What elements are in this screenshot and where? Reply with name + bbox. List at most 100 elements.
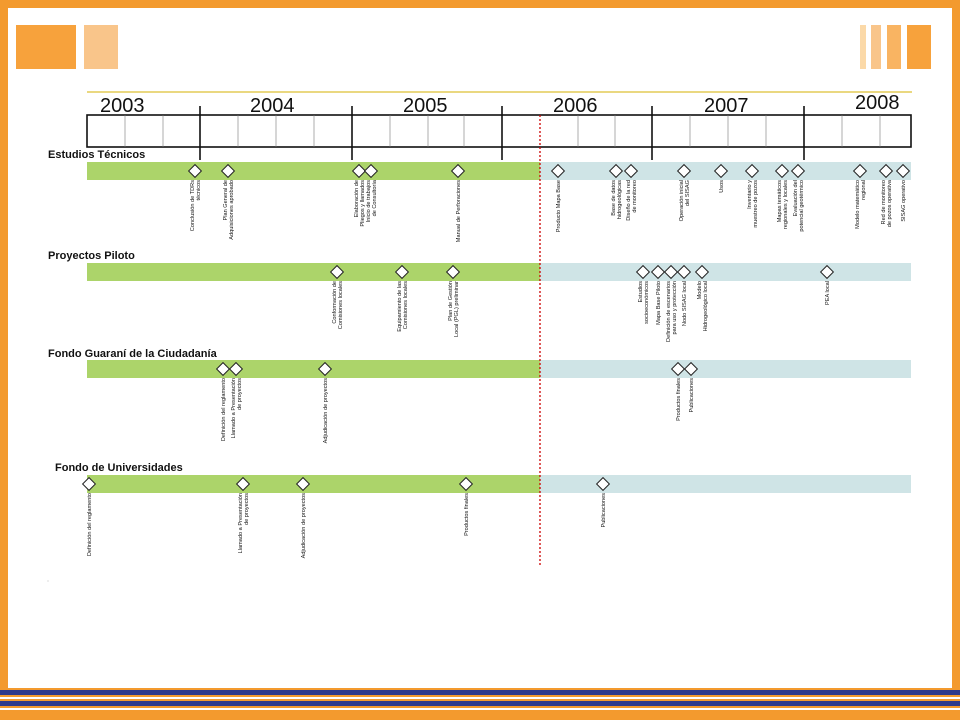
milestone-plan-de-gestion-local-pgl-preliminar: Plan de GestiónLocal (PGL) preliminar <box>445 264 461 337</box>
milestone-marker <box>713 163 729 179</box>
milestone-label: Definición del reglamento <box>221 378 227 441</box>
milestone-publicaciones: Publicaciones <box>595 476 611 528</box>
milestone-marker <box>394 264 410 280</box>
milestone-label: Adjudicación de proyectos <box>323 378 329 444</box>
milestone-productos-finales: Productos finales <box>670 361 686 421</box>
decor-square-dark <box>16 25 76 69</box>
milestone-label: Productos finales <box>676 378 682 421</box>
year-label-2008: 2008 <box>855 92 900 114</box>
stripe-white-2 <box>0 708 960 710</box>
milestone-modelo-matematico-regional: Modelo matemáticoregional <box>852 163 867 229</box>
milestone-llamado-a-presentacion-de-proyectos: Llamado a Presentaciónde proyectos <box>235 476 251 554</box>
milestone-label: Producto Mapa Base <box>556 180 562 232</box>
milestone-sisag-operativo: SISAG operativo <box>895 163 911 222</box>
milestone-usos: Usos <box>713 163 729 193</box>
milestone-llamado-a-presentacion-de-proyectos: Llamado a Presentaciónde proyectos <box>228 361 244 438</box>
milestone-label: Llamado a Presentaciónde proyectos <box>238 493 250 554</box>
milestone-marker <box>351 163 367 179</box>
milestone-evaluacion-del-potencial-geotermico: Evaluación delpotencial geotérmico <box>790 163 805 232</box>
section-bar-planned <box>540 475 911 493</box>
milestone-inicio-de-trabajos-de-consultoria: Inicio de trabajosde Consultoría <box>363 163 379 222</box>
milestone-marker <box>744 163 760 179</box>
milestone-marker <box>458 476 474 492</box>
milestone-marker <box>878 163 894 179</box>
milestone-marker <box>676 264 692 280</box>
year-labels: 2003 2004 2005 2006 2007 2008 <box>100 92 900 117</box>
milestone-marker <box>670 361 686 377</box>
milestone-label: Plan General deAdquisiciones aprobado <box>223 180 235 240</box>
milestone-marker <box>676 163 692 179</box>
milestone-operacion-inicial-del-sisag: Operación inicialdel SISAG <box>676 163 692 221</box>
decor-bar-3 <box>887 25 901 69</box>
milestone-marker <box>228 361 244 377</box>
milestone-marker <box>623 163 639 179</box>
milestone-marker <box>220 163 236 179</box>
milestone-marker <box>329 264 345 280</box>
milestone-marker <box>235 476 251 492</box>
milestone-label: Diseño de la redde monitoreo <box>626 180 638 221</box>
milestone-productos-finales: Productos finales <box>458 476 474 536</box>
milestones: Conclusión de TDRstécnicos Plan General d… <box>81 163 911 558</box>
milestone-manual-de-perforaciones: Manual de Perforaciones <box>450 163 466 242</box>
milestone-marker <box>550 163 566 179</box>
milestone-label: Usos <box>719 180 725 193</box>
milestone-marker <box>895 163 911 179</box>
section-title-estudios-tecnicos: Estudios Técnicos <box>48 149 145 161</box>
section-title-fondo-guarani: Fondo Guaraní de la Ciudadanía <box>48 348 218 360</box>
year-label-2006: 2006 <box>553 95 598 117</box>
section-title-fondo-universidades: Fondo de Universidades <box>55 462 183 474</box>
milestone-mapas-tematicos-regionales-y-locales: Mapas temáticosregionales y locales <box>774 163 790 229</box>
section-title-proyectos-piloto: Proyectos Piloto <box>48 250 135 262</box>
year-label-2007: 2007 <box>704 95 749 117</box>
milestone-adjudicacion-de-proyectos: Adjudicación de proyectos <box>295 476 311 558</box>
milestone-label: Operación inicialdel SISAG <box>679 180 691 221</box>
milestone-marker <box>363 163 379 179</box>
milestone-inventario-y-muestreo-de-pozos: Inventario ymuestreo de pozos <box>744 163 760 228</box>
milestone-label: Equipamiento de lasComisiones locales <box>397 281 409 332</box>
section-bar-completed <box>87 162 540 180</box>
milestone-label: Base de datoshidrogeológicas <box>611 180 623 219</box>
milestone-conclusion-de-tdrs-tecnicos: Conclusión de TDRstécnicos <box>187 163 203 231</box>
milestone-label: Definición de escenariospara uso y prote… <box>666 281 678 342</box>
decor-bar-4 <box>907 25 931 69</box>
milestone-marker <box>187 163 203 179</box>
milestone-marker <box>295 476 311 492</box>
milestone-label: Nodo SISAG local <box>682 281 688 326</box>
milestone-marker <box>608 163 624 179</box>
milestone-elaboracion-de-pliegos-y-llamados: Elaboración dePliegos y llamados <box>351 163 367 227</box>
milestone-nodo-sisag-local: Nodo SISAG local <box>676 264 692 326</box>
stripe-blue-2 <box>0 701 960 706</box>
milestone-label: Mapa Base Piloto <box>656 281 662 325</box>
milestone-red-de-monitoreo-de-pozos-operativa: Red de monitoreode pozos operativa <box>878 163 894 227</box>
milestone-definicion-de-escenarios-para-uso-y-proteccion: Definición de escenariospara uso y prote… <box>663 264 678 342</box>
decor-bar-2 <box>871 25 881 69</box>
milestone-label: Definición del reglamento <box>87 493 93 556</box>
section-bar-planned <box>540 360 911 378</box>
section-bar-completed <box>87 263 540 281</box>
milestone-marker <box>694 264 710 280</box>
bottom-stripes <box>0 688 960 720</box>
milestone-conformacion-de-comisiones-locales: Conformación deComisiones locales <box>329 264 345 329</box>
milestone-mapa-base-piloto: Mapa Base Piloto <box>650 264 666 325</box>
milestone-diseno-de-la-red-de-monitoreo: Diseño de la redde monitoreo <box>623 163 639 221</box>
milestone-marker <box>683 361 699 377</box>
section-bar-completed <box>87 360 540 378</box>
milestone-label: Evaluación delpotencial geotérmico <box>793 180 805 232</box>
milestone-marker <box>317 361 333 377</box>
year-label-2005: 2005 <box>403 95 448 117</box>
milestone-label: Conclusión de TDRstécnicos <box>190 180 202 231</box>
milestone-label: Modelo matemáticoregional <box>855 180 867 229</box>
timeline-ruler <box>86 114 912 148</box>
milestone-marker <box>450 163 466 179</box>
milestone-marker <box>650 264 666 280</box>
sections: Estudios Técnicos Proyectos Piloto Fondo… <box>48 149 218 474</box>
milestone-marker <box>445 264 461 280</box>
milestone-marker <box>635 264 651 280</box>
stripe-white-1 <box>0 697 960 699</box>
milestone-publicaciones: Publicaciones <box>683 361 699 413</box>
milestone-label: Productos finales <box>464 493 470 536</box>
milestone-marker <box>774 163 790 179</box>
milestone-label: Mapas temáticosregionales y locales <box>777 180 789 229</box>
section-bar-planned <box>540 263 911 281</box>
ruler-ticks <box>124 106 881 160</box>
